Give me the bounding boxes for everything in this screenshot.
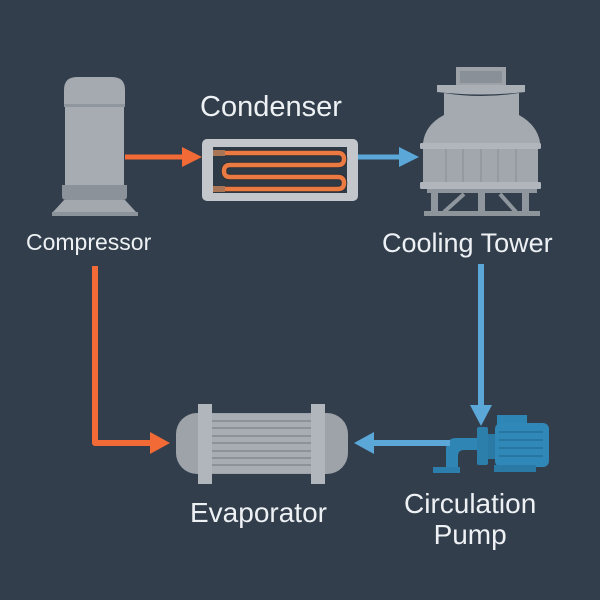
circulation-pump-label: Circulation Pump	[404, 488, 536, 551]
flow-arrow-compressor-to-evaporator	[92, 266, 170, 454]
flow-arrow-compressor-to-condenser	[125, 147, 202, 167]
evaporator-icon	[176, 404, 348, 484]
flow-arrow-tower-to-pump	[470, 264, 492, 426]
condenser-label: Condenser	[200, 91, 342, 123]
evaporator-label: Evaporator	[190, 497, 327, 528]
circulation-pump-label-line2: Pump	[433, 519, 507, 551]
flow-arrow-condenser-to-tower	[358, 147, 419, 167]
pump-icon	[433, 415, 549, 473]
compressor-label: Compressor	[26, 229, 152, 255]
condenser-icon	[202, 139, 358, 201]
flow-arrow-pump-to-evaporator	[354, 432, 450, 454]
cooling-tower-icon	[420, 67, 541, 216]
circulation-pump-label-line1: Circulation	[404, 488, 537, 519]
cooling-tower-label: Cooling Tower	[382, 228, 553, 258]
compressor-icon	[52, 77, 138, 216]
